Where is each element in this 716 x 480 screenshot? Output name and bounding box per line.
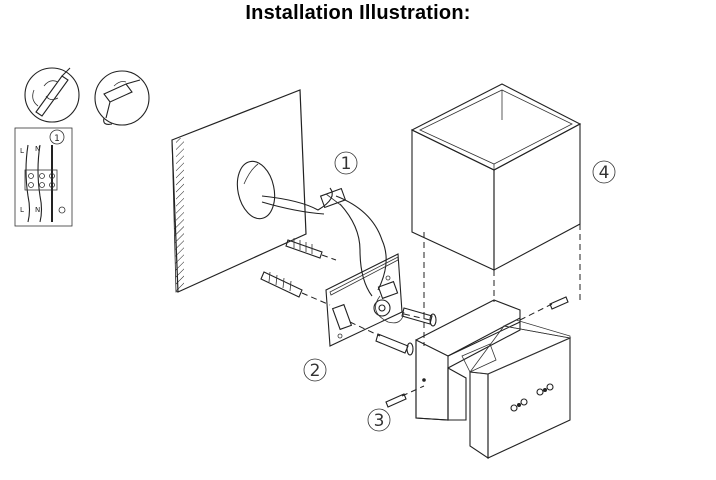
step-marker-4: 4 bbox=[592, 160, 616, 184]
neutral-label: N bbox=[35, 145, 40, 153]
step-1-label: 1 bbox=[54, 134, 60, 144]
svg-text:4: 4 bbox=[599, 163, 610, 183]
wall-plug-lower bbox=[260, 271, 331, 306]
step-marker-1: 1 bbox=[334, 151, 358, 175]
wiring-terminal-schematic: 1 L N L N bbox=[14, 127, 73, 227]
wall-plug-upper bbox=[285, 238, 337, 261]
svg-text:1: 1 bbox=[341, 154, 352, 174]
mounting-plate bbox=[325, 253, 405, 347]
grub-screw-top bbox=[519, 296, 569, 321]
lamp-shade-cover bbox=[410, 83, 582, 346]
step-marker-2: 2 bbox=[303, 358, 327, 382]
lamp-body bbox=[415, 299, 521, 421]
lamp-front-plate bbox=[469, 319, 572, 460]
wall-panel bbox=[171, 89, 307, 293]
svg-text:2: 2 bbox=[310, 361, 321, 381]
step-marker-3: 3 bbox=[367, 408, 391, 432]
live-label: L bbox=[20, 147, 24, 155]
grub-screw-side bbox=[385, 385, 425, 408]
mounting-screw-upper bbox=[401, 307, 437, 327]
svg-text:3: 3 bbox=[374, 411, 385, 431]
mains-wires bbox=[261, 187, 387, 297]
svg-text:N: N bbox=[35, 206, 40, 214]
svg-text:L: L bbox=[20, 206, 24, 214]
screwdriver-tool-icon bbox=[24, 67, 80, 123]
page-title: Installation Illustration: bbox=[245, 2, 471, 24]
drill-tool-icon bbox=[94, 70, 150, 126]
mounting-screw-lower bbox=[349, 321, 414, 356]
